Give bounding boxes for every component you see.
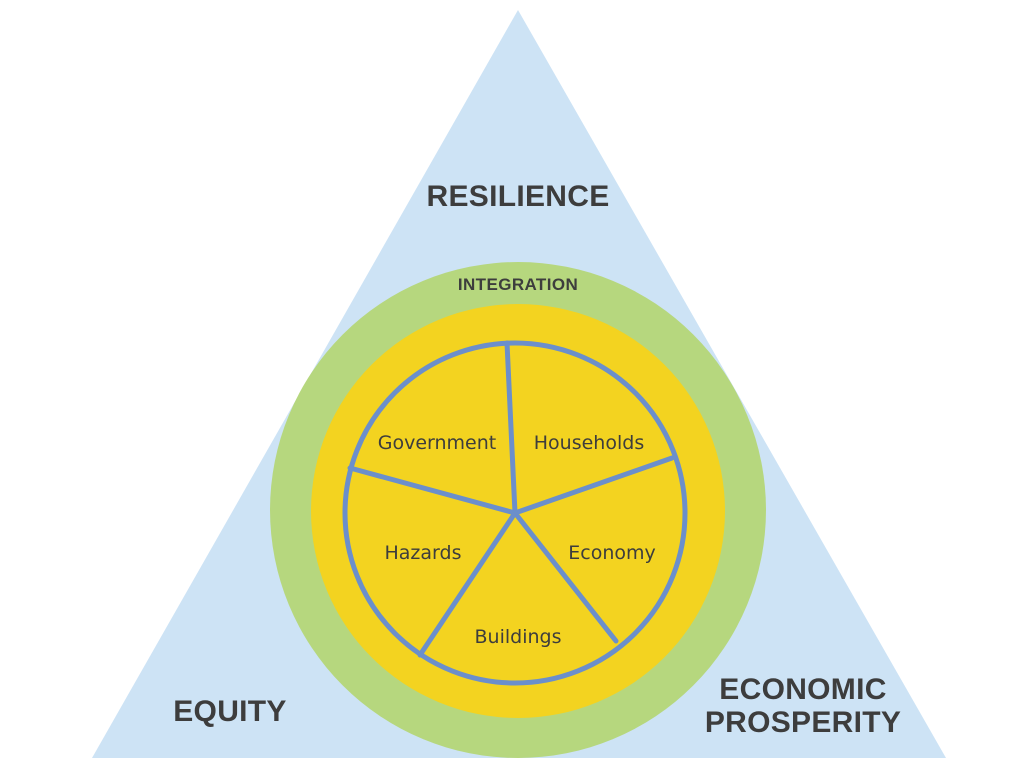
economic-prosperity-label-line1: ECONOMIC xyxy=(719,673,886,706)
slice-label-households: Households xyxy=(534,432,644,454)
pie-dividers xyxy=(347,340,675,658)
pie-divider-line xyxy=(512,455,675,516)
slice-label-government: Government xyxy=(378,432,497,454)
pie-divider-line xyxy=(512,510,619,644)
equity-label: EQUITY xyxy=(173,695,286,728)
slice-label-hazards: Hazards xyxy=(385,542,462,564)
slice-label-buildings: Buildings xyxy=(475,626,562,648)
pie-divider-line xyxy=(504,340,518,516)
slice-label-economy: Economy xyxy=(568,542,656,564)
economic-prosperity-label-line2: PROSPERITY xyxy=(705,706,901,739)
pie-divider-line xyxy=(347,465,518,516)
pie-divider-line xyxy=(417,510,518,658)
integration-label: INTEGRATION xyxy=(458,275,578,294)
pie-outline xyxy=(342,340,688,686)
resilience-label: RESILIENCE xyxy=(426,180,609,213)
